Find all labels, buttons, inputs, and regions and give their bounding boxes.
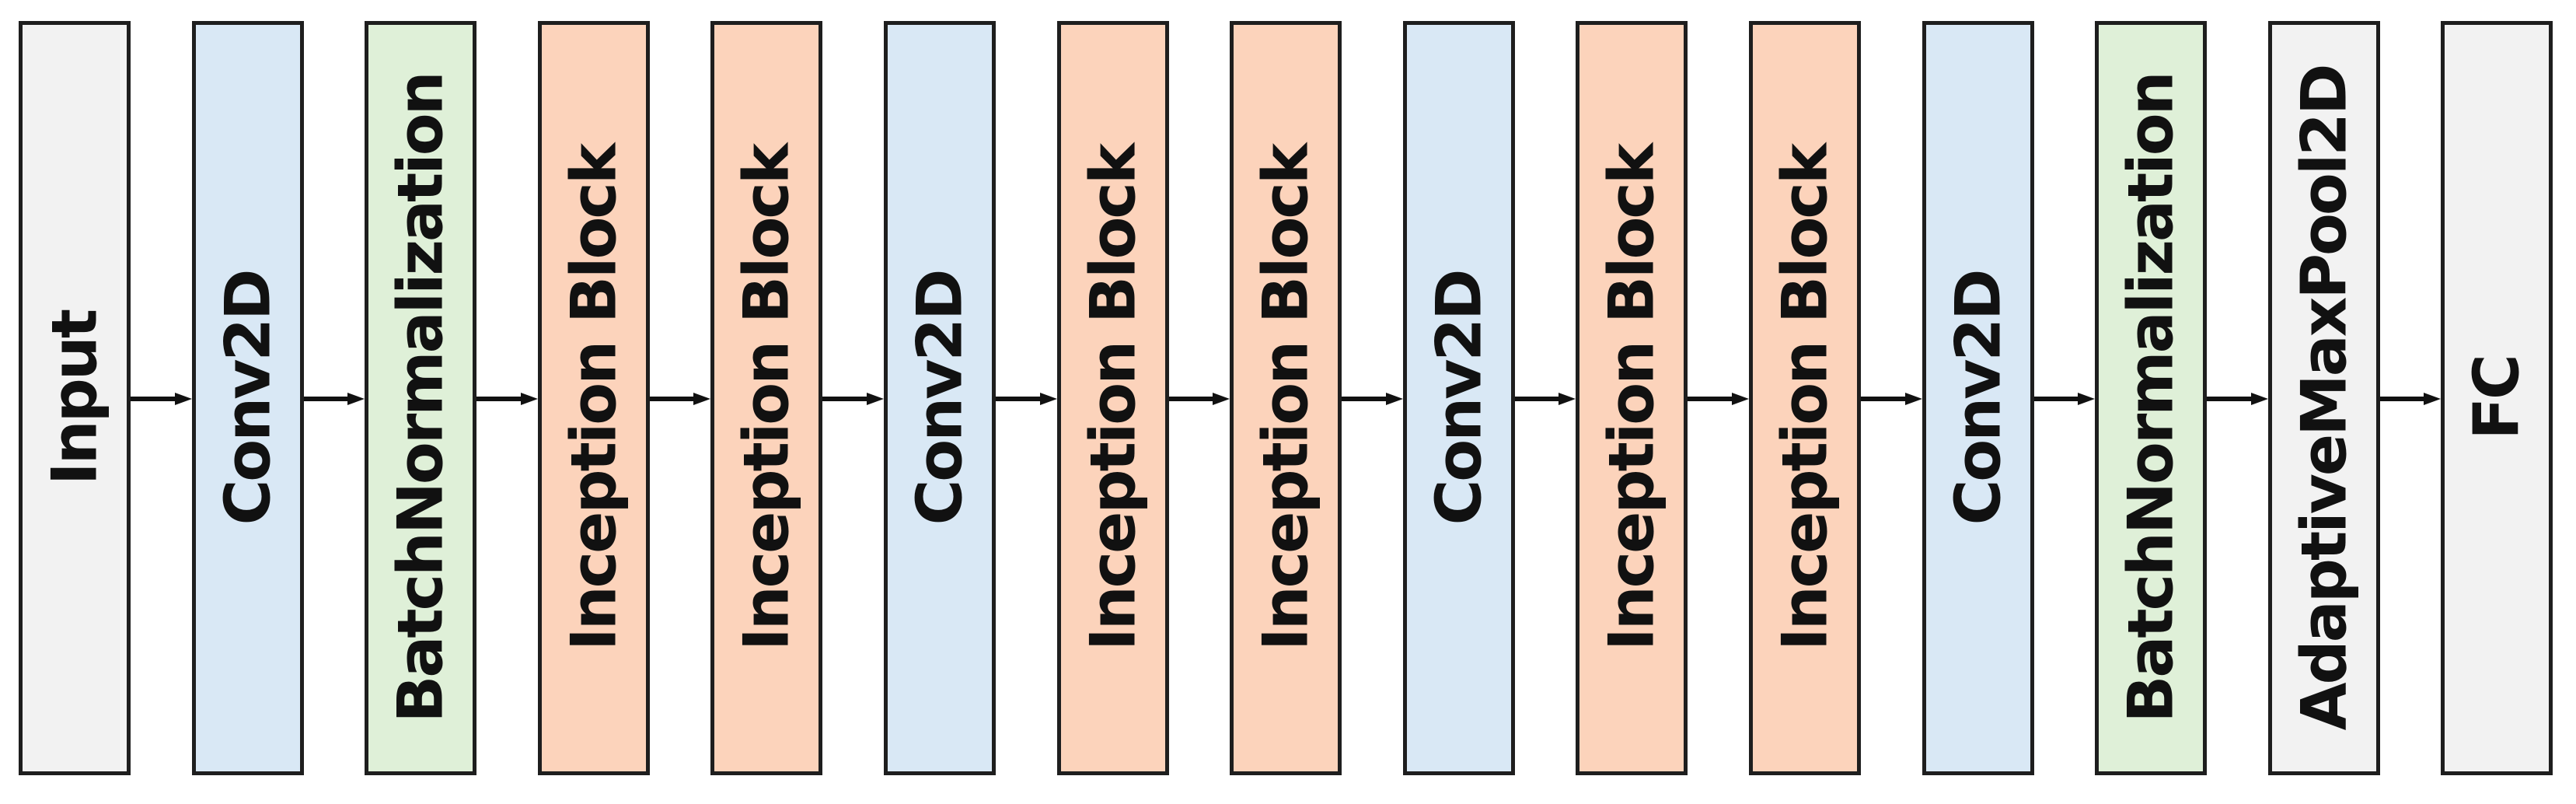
- layer-label: BatchNormalization: [2114, 73, 2187, 723]
- arrow-right-icon: [996, 393, 1057, 405]
- layer-label: FC: [2460, 356, 2533, 440]
- layer-block-fc: FC: [2441, 21, 2553, 775]
- layer-block-conv: Conv2D: [1922, 21, 2034, 775]
- layer-block-pool: AdaptiveMaxPool2D: [2268, 21, 2380, 775]
- layer-label: Conv2D: [211, 271, 284, 526]
- layer-block-inception: Inception Block: [710, 21, 822, 775]
- arrow-shaft: [476, 397, 522, 401]
- layer-label: AdaptiveMaxPool2D: [2288, 65, 2361, 731]
- arrow-right-icon: [2034, 393, 2095, 405]
- arrow-head: [693, 393, 710, 405]
- arrow-head: [2424, 393, 2441, 405]
- layer-block-conv: Conv2D: [1403, 21, 1515, 775]
- arrow-head: [347, 393, 365, 405]
- layer-block-norm: BatchNormalization: [2095, 21, 2207, 775]
- layer-label: Inception Block: [1595, 145, 1668, 652]
- layer-block-inception: Inception Block: [1057, 21, 1169, 775]
- arrow-head: [2251, 393, 2268, 405]
- layer-label: Inception Block: [557, 145, 630, 652]
- arrow-head: [1905, 393, 1922, 405]
- arrow-right-icon: [2380, 393, 2441, 405]
- arrow-shaft: [650, 397, 695, 401]
- arrow-right-icon: [1861, 393, 1922, 405]
- layer-block-inception: Inception Block: [1749, 21, 1861, 775]
- arrow-shaft: [1342, 397, 1387, 401]
- arrow-shaft: [131, 397, 176, 401]
- arrow-right-icon: [1688, 393, 1749, 405]
- arrow-head: [1040, 393, 1057, 405]
- layer-label: Inception Block: [1077, 145, 1150, 652]
- layer-label: Conv2D: [1942, 271, 2015, 526]
- arrow-right-icon: [1342, 393, 1403, 405]
- arrow-right-icon: [2207, 393, 2268, 405]
- layer-block-conv: Conv2D: [884, 21, 996, 775]
- arrow-shaft: [1515, 397, 1560, 401]
- layer-block-inception: Inception Block: [1230, 21, 1342, 775]
- arrow-head: [867, 393, 884, 405]
- arrow-right-icon: [650, 393, 710, 405]
- arrow-right-icon: [131, 393, 192, 405]
- arrow-right-icon: [1169, 393, 1230, 405]
- layer-block-inception: Inception Block: [538, 21, 650, 775]
- arrow-head: [2078, 393, 2095, 405]
- layer-label: Conv2D: [1422, 271, 1496, 526]
- layer-block-norm: BatchNormalization: [365, 21, 476, 775]
- arrow-head: [521, 393, 538, 405]
- layer-block-input: Input: [19, 21, 131, 775]
- arrow-head: [1732, 393, 1749, 405]
- arrow-shaft: [1861, 397, 1907, 401]
- arrow-shaft: [1688, 397, 1733, 401]
- layer-label: BatchNormalization: [384, 73, 457, 723]
- layer-block-inception: Inception Block: [1576, 21, 1688, 775]
- layer-label: Inception Block: [1249, 145, 1322, 652]
- arrow-right-icon: [476, 393, 538, 405]
- arrow-right-icon: [822, 393, 884, 405]
- arrow-shaft: [304, 397, 349, 401]
- arrow-shaft: [822, 397, 868, 401]
- arrow-head: [1386, 393, 1403, 405]
- layer-label: Conv2D: [903, 271, 976, 526]
- arrow-right-icon: [304, 393, 365, 405]
- arrow-shaft: [2034, 397, 2079, 401]
- layer-label: Inception Block: [1768, 145, 1841, 652]
- arrow-shaft: [996, 397, 1042, 401]
- layer-block-conv: Conv2D: [192, 21, 304, 775]
- arrow-shaft: [1169, 397, 1214, 401]
- arrow-right-icon: [1515, 393, 1576, 405]
- arrow-shaft: [2207, 397, 2253, 401]
- arrow-head: [175, 393, 192, 405]
- arrow-head: [1559, 393, 1576, 405]
- layer-label: Input: [38, 310, 111, 486]
- arrow-head: [1213, 393, 1230, 405]
- arrow-shaft: [2380, 397, 2425, 401]
- layer-label: Inception Block: [730, 145, 803, 652]
